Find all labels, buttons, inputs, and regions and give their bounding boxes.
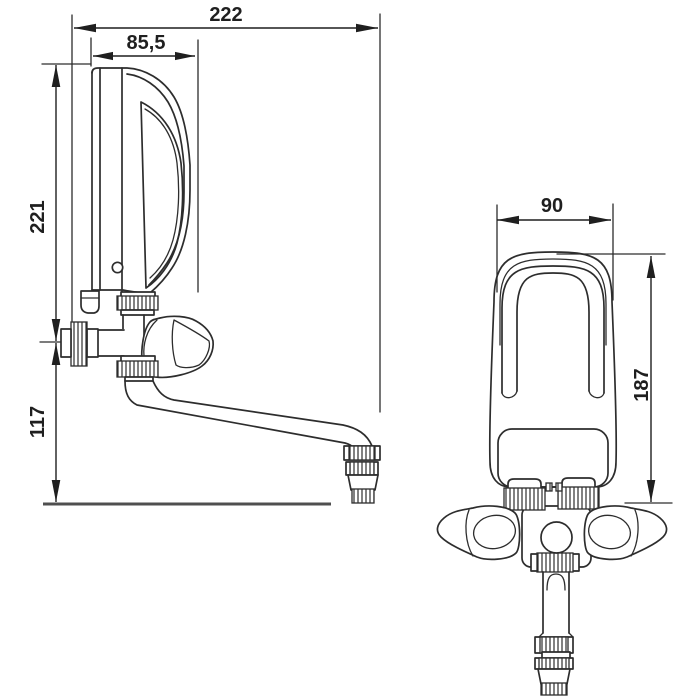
nut-cap [507, 478, 542, 490]
arrowhead-right [175, 51, 195, 61]
body-outer-outline [91, 67, 191, 294]
handle-facet [171, 319, 211, 369]
body-window-inner-line [144, 108, 180, 279]
arrowhead-down [646, 480, 656, 502]
ring-knurl [536, 552, 574, 573]
arrowhead-down [51, 319, 61, 341]
body-bottom-panel [497, 428, 609, 488]
body-window-outline [140, 101, 184, 289]
valve-handle-front-right [583, 505, 668, 561]
handle-face-oval [472, 514, 517, 550]
inlet-collar [60, 328, 72, 358]
union-nut-front-left [503, 478, 546, 511]
handle-tip-facet [465, 509, 474, 557]
arrowhead-up [51, 343, 61, 365]
aerator-band-2-knurl [538, 657, 570, 670]
valve-body-side [122, 314, 145, 362]
union-nut-upper-side [116, 291, 159, 316]
inlet-knurled-nut [70, 321, 88, 367]
screw-hole [111, 261, 124, 274]
inlet-sleeve [86, 328, 99, 358]
valve-center-cap [540, 521, 573, 554]
spout-ring-front [530, 552, 580, 573]
nut-knurl [503, 487, 546, 511]
nut-base [124, 376, 154, 382]
dimension-85-5: 85,5 [93, 32, 195, 61]
union-nut-front-right [557, 477, 600, 510]
heater-body-front [488, 251, 618, 488]
nut-cap [561, 477, 596, 489]
dimension-label-222: 222 [209, 4, 242, 26]
aerator-cup [537, 668, 571, 685]
aerator-band-1-knurl [539, 636, 569, 654]
dimension-label-85-5: 85,5 [127, 32, 166, 54]
inlet-fitting [60, 321, 125, 367]
arrowhead-right [356, 23, 378, 33]
aerator-ring-2-knurl [349, 461, 375, 476]
spout-upper-edge [152, 380, 373, 447]
handle-tip-facet [630, 509, 639, 557]
spout-tube-front [538, 571, 574, 638]
aerator-tip-knurl [540, 682, 568, 696]
side-view-device [60, 67, 381, 504]
spout-side [124, 380, 373, 449]
nut-base [120, 309, 155, 316]
dome-strip-outer [501, 265, 605, 394]
arrowhead-left [93, 51, 113, 61]
bracket-bit-left [545, 482, 553, 492]
body-inner-shell-line [126, 73, 185, 286]
dome-inner-arch [499, 258, 607, 346]
arrowhead-right [589, 215, 611, 225]
front-view-device [436, 251, 668, 696]
dimension-label-187: 187 [631, 368, 653, 401]
nut-knurl [557, 486, 600, 510]
arrowhead-down [51, 480, 61, 502]
body-outer-outline [488, 251, 618, 488]
heater-body-side [80, 67, 191, 314]
bracket-bit-right [555, 482, 563, 492]
handle-outline [436, 505, 521, 561]
aerator-cup [347, 474, 379, 491]
dimension-label-221: 221 [27, 200, 49, 233]
strip-bottom-cap-right [588, 390, 605, 399]
handle-outline [583, 505, 668, 561]
nut-knurl [116, 360, 159, 378]
arrowhead-left [74, 23, 96, 33]
dimension-221: 221 [27, 65, 61, 341]
dimension-90: 90 [497, 195, 611, 225]
arrowhead-up [646, 256, 656, 278]
arrowhead-up [51, 65, 61, 87]
dome-strip-inner [516, 272, 590, 392]
arrowhead-left [497, 215, 519, 225]
tube-highlight [546, 573, 566, 591]
nut-knurl [116, 295, 159, 311]
aerator-front [534, 636, 574, 696]
aerator-tip-knurl [351, 488, 375, 504]
valve-handle-side [140, 315, 214, 379]
aerator-ring-1-knurl [348, 445, 376, 461]
handle-face-oval [587, 514, 632, 550]
dimension-117: 117 [27, 343, 61, 502]
mounting-foot [80, 290, 100, 314]
valve-handle-front-left [436, 505, 521, 561]
dimension-187: 187 [631, 256, 656, 502]
union-nut-lower-side [116, 355, 159, 382]
dimension-label-117: 117 [27, 406, 49, 438]
dimension-222: 222 [74, 4, 378, 33]
dimension-label-90: 90 [541, 195, 563, 217]
strip-bottom-cap-left [501, 390, 518, 399]
inlet-pipe-fill [97, 329, 124, 357]
front-view-dimensions: 90 187 [496, 195, 673, 504]
aerator-side [343, 445, 381, 504]
side-view-dimensions: 222 85,5 221 117 [27, 4, 381, 506]
